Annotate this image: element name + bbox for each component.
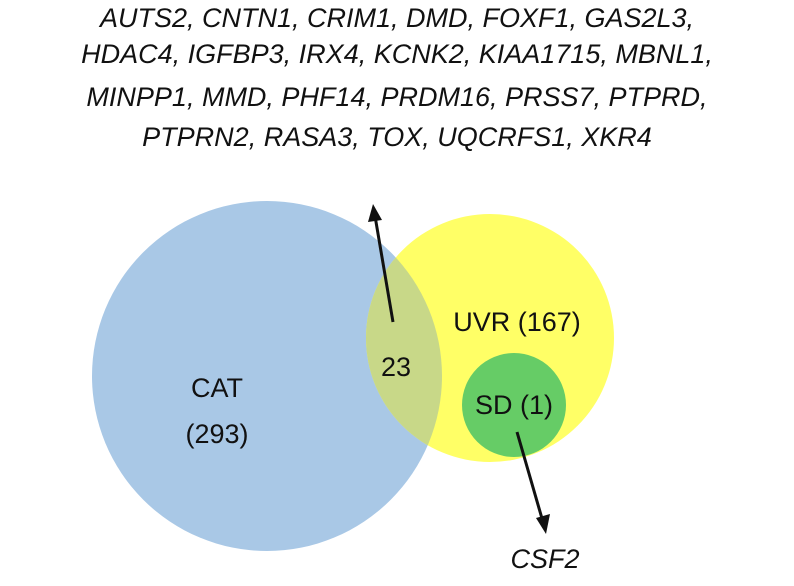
gene-list-line-4: PTPRN2, RASA3, TOX, UQCRFS1, XKR4 <box>142 122 652 152</box>
csf2-label: CSF2 <box>510 544 579 574</box>
uvr-label: UVR (167) <box>453 307 581 337</box>
sd-label: SD (1) <box>475 390 553 420</box>
cat-circle <box>92 201 442 551</box>
gene-list-line-3: MINPP1, MMD, PHF14, PRDM16, PRSS7, PTPRD… <box>86 82 708 112</box>
sd-circle <box>462 353 566 457</box>
cat-count: (293) <box>185 419 248 449</box>
cat-label: CAT <box>191 373 243 403</box>
sd-arrow-head <box>536 514 550 534</box>
sd-arrow <box>515 431 545 523</box>
overlap-count: 23 <box>381 352 411 382</box>
gene-list-line-2: HDAC4, IGFBP3, IRX4, KCNK2, KIAA1715, MB… <box>81 39 713 69</box>
gene-list-line-1: AUTS2, CNTN1, CRIM1, DMD, FOXF1, GAS2L3, <box>99 3 695 33</box>
overlap-arrow-head <box>368 204 382 222</box>
overlap-arrow <box>373 215 395 323</box>
